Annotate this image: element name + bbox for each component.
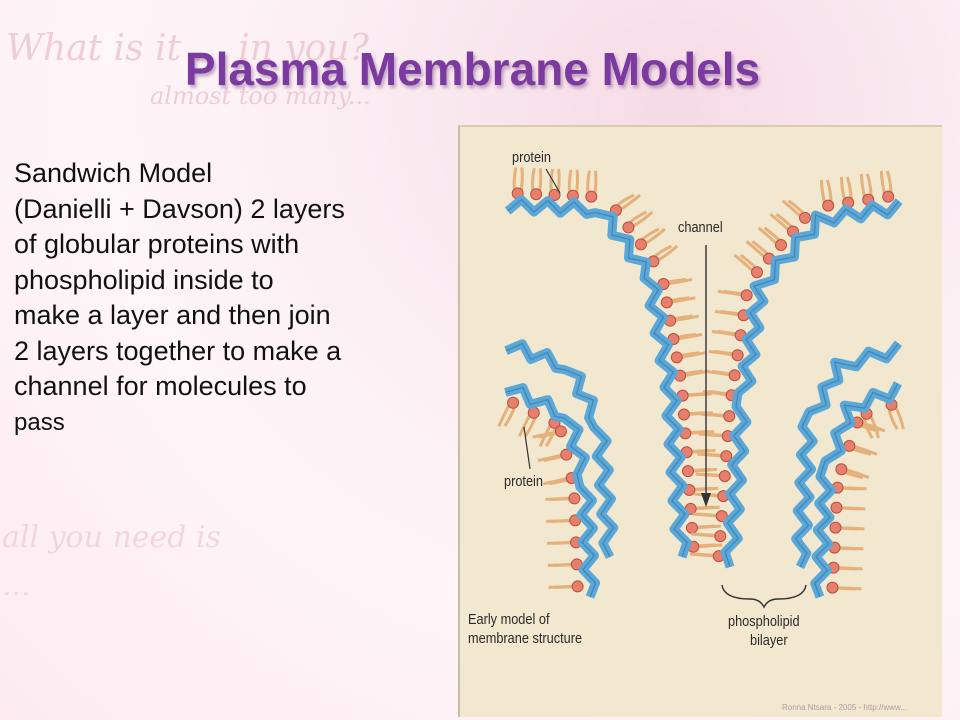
- body-line: make a layer and then join: [14, 300, 331, 330]
- protein-bottom-leader: [523, 426, 531, 470]
- background-script-line-4: ...: [2, 568, 31, 603]
- protein-layer-left-inner-outline: [505, 343, 615, 558]
- lipid-left-outer-head: [585, 190, 598, 203]
- lipid-left-outer-tail: [694, 524, 722, 530]
- lipid-left-bottom-head: [554, 425, 567, 438]
- label-protein-bottom: protein: [504, 473, 543, 490]
- lipid-left-outer-tail: [689, 448, 716, 454]
- lipid-right-bottom-tail: [837, 546, 864, 551]
- protein-top-leader: [545, 168, 561, 194]
- lipid-left-outer-head: [670, 351, 683, 364]
- body-line: channel for molecules to: [14, 371, 307, 401]
- lipid-left-outer-tail: [690, 467, 718, 473]
- lipid-left-outer-head: [548, 189, 561, 202]
- lipid-left-outer-head: [677, 408, 690, 421]
- membrane-diagram: protein channel protein Early model of m…: [458, 125, 942, 717]
- lipid-right-bottom-tail: [835, 586, 862, 591]
- lipid-left-outer-head: [681, 465, 694, 478]
- body-line: pass: [14, 408, 65, 436]
- lipid-right-outer-head: [799, 211, 812, 224]
- body-line: of globular proteins with: [14, 229, 300, 259]
- lipid-right-outer-head: [723, 410, 736, 423]
- lipid-left-outer-tail: [693, 505, 720, 511]
- lipid-right-bottom-tail: [840, 486, 867, 491]
- lipid-right-outer-head: [740, 289, 753, 302]
- lipid-right-bottom-head: [830, 501, 843, 514]
- body-line: phospholipid inside to: [14, 264, 274, 295]
- lipid-right-outer-head: [718, 470, 731, 483]
- protein-layer-right-outer: [720, 198, 903, 569]
- caption-line-2: membrane structure: [468, 630, 583, 647]
- lipid-right-outer-head: [728, 369, 741, 382]
- lipid-left-bottom-head: [568, 492, 581, 505]
- protein-layer-right-inner: [791, 340, 903, 570]
- lipid-right-bottom-head: [835, 463, 848, 476]
- background-script-line-3: all you need is: [2, 520, 222, 555]
- lipid-right-outer-head: [751, 266, 764, 279]
- body-line: 2 layers together to make a: [14, 335, 342, 366]
- lipid-right-outer-head: [715, 510, 728, 523]
- lipid-left-bottom-head: [571, 580, 584, 593]
- body-text: Sandwich Model (Danielli + Davson) 2 lay…: [14, 156, 474, 440]
- lipid-left-outer-tail: [685, 392, 712, 398]
- lipid-right-bottom-head: [826, 581, 839, 594]
- lipid-left-outer-head: [634, 238, 647, 251]
- lipid-left-bottom-head: [560, 448, 573, 461]
- protein-layer-right-outer-outline: [724, 200, 900, 568]
- lipid-right-outer-head: [731, 349, 744, 362]
- lipid-right-outer-head: [775, 239, 788, 252]
- lipid-left-outer-tail: [696, 543, 723, 549]
- lipid-right-outer-head: [714, 530, 727, 543]
- slide-title: Plasma Membrane Models: [184, 43, 761, 95]
- lipid-left-bottom-head: [527, 406, 540, 419]
- lipid-left-outer-tail: [692, 486, 719, 492]
- lipid-right-bottom-head: [829, 521, 842, 534]
- label-bilayer: bilayer: [750, 632, 788, 649]
- lipid-right-outer-head: [720, 450, 733, 463]
- protein-layer-right-inner-outline: [795, 342, 899, 568]
- caption-line-1: Early model of: [468, 611, 550, 628]
- lipid-right-outer-head: [882, 190, 895, 203]
- figure-footer: Ronna Ntsara - 2005 - http://www...: [782, 703, 907, 712]
- protein-layer-left-bottom-outline: [505, 387, 597, 598]
- lipid-right-bottom-tail: [838, 526, 865, 531]
- lipid-right-bottom-tail: [839, 506, 866, 511]
- bilayer-bracket: [721, 584, 807, 609]
- membrane-illustration: [497, 167, 905, 609]
- lipid-left-outer-head: [660, 296, 673, 309]
- protein-layer-right-bottom-outline: [814, 383, 899, 598]
- lipid-right-bottom-tail: [836, 566, 863, 571]
- lipid-right-outer-head: [822, 199, 835, 212]
- label-channel: channel: [678, 219, 723, 236]
- label-protein-top: protein: [512, 149, 551, 166]
- protein-layer-left-inner: [504, 339, 619, 560]
- body-line: Sandwich Model: [14, 158, 213, 188]
- body-line: (Danielli + Davson) 2 layers: [14, 193, 345, 224]
- lipid-left-outer-head: [685, 521, 698, 534]
- protein-layer-left-outer-outline: [507, 198, 688, 558]
- lipid-left-outer-head: [622, 221, 635, 234]
- channel-arrowhead: [701, 493, 711, 507]
- lipid-left-outer-head: [530, 188, 543, 201]
- lipid-left-bottom-head: [507, 396, 520, 409]
- label-phospholipid: phospholipid: [728, 613, 800, 630]
